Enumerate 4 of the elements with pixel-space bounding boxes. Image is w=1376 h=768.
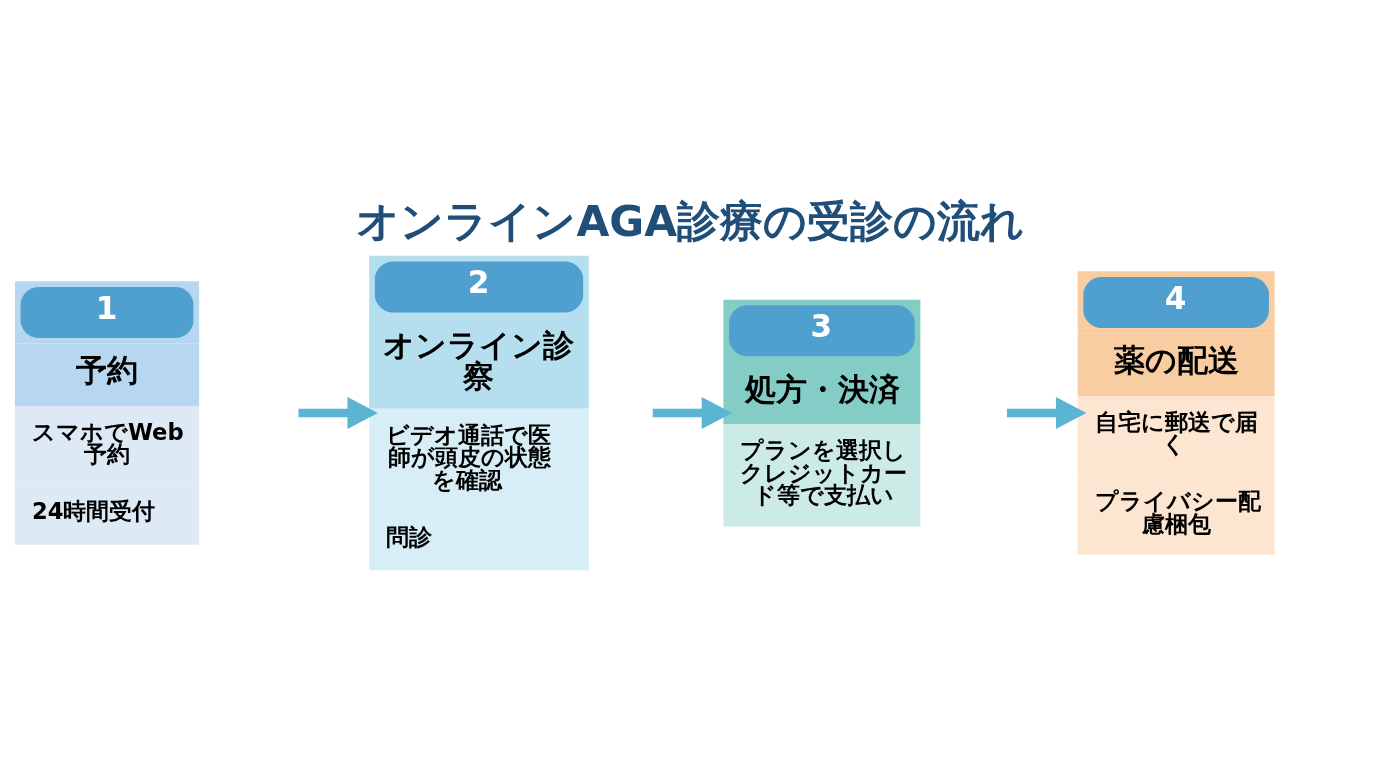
diagram-title: オンラインAGA診療の受診の流れ bbox=[356, 196, 1025, 246]
arrow bbox=[1006, 397, 1087, 429]
arrow bbox=[652, 397, 733, 429]
arrow bbox=[298, 397, 378, 429]
